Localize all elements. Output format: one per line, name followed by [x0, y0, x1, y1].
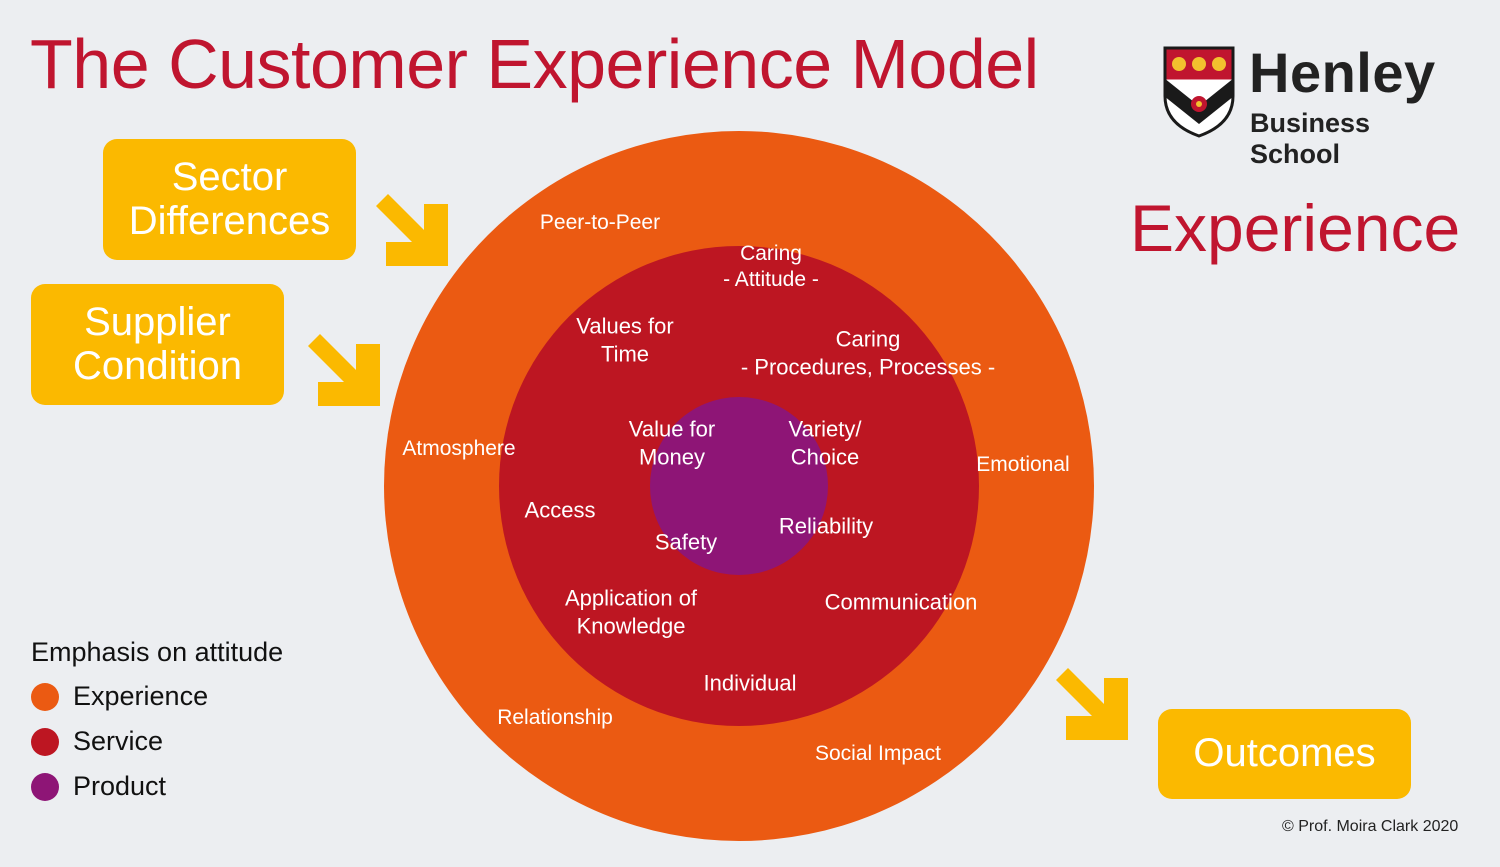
legend-item-experience: Experience [31, 674, 283, 719]
legend: Emphasis on attitude Experience Service … [31, 637, 283, 809]
label-caring-attitude: Caring- Attitude - [723, 241, 819, 291]
logo-subtitle: Business School [1250, 108, 1371, 169]
legend-label: Product [73, 771, 167, 801]
legend-dot [31, 772, 59, 801]
arrow-down-right-icon [376, 194, 448, 266]
label-communication: Communication [824, 589, 978, 615]
sector-differences-box: Sector Differences [103, 139, 356, 260]
sector-line-2: Differences [128, 198, 331, 243]
legend-dot [31, 682, 59, 711]
outcomes-label: Outcomes [1193, 731, 1376, 776]
copyright: © Prof. Moira Clark 2020 [1282, 818, 1459, 835]
label-caring-procedures: Caring- Procedures, Processes - [740, 326, 996, 380]
label-social-impact: Social Impact [814, 741, 942, 765]
legend-label: Experience [73, 681, 209, 711]
page-title: The Customer Experience Model [30, 25, 1039, 103]
legend-dot [31, 727, 59, 756]
label-atmosphere: Atmosphere [402, 436, 516, 460]
legend-item-product: Product [31, 764, 283, 809]
outcomes-box: Outcomes [1158, 709, 1411, 799]
henley-logo: Henley Business School [1163, 41, 1463, 169]
arrow-down-right-icon [308, 334, 380, 406]
label-individual: Individual [703, 670, 797, 696]
supplier-line-2: Condition [72, 343, 242, 388]
label-relationship: Relationship [497, 705, 613, 729]
logo-name: Henley [1249, 41, 1436, 104]
legend-label: Service [73, 726, 164, 756]
supplier-condition-box: Supplier Condition [31, 284, 284, 405]
product-core [650, 397, 828, 575]
label-variety-choice: Variety/Choice [788, 416, 862, 470]
label-access: Access [524, 497, 596, 523]
label-safety: Safety [654, 529, 718, 555]
legend-title: Emphasis on attitude [31, 637, 284, 667]
experience-heading: Experience [1130, 191, 1461, 265]
label-emotional: Emotional [976, 452, 1070, 476]
sector-line-1: Sector [171, 155, 288, 200]
label-reliability: Reliability [778, 513, 874, 539]
legend-item-service: Service [31, 719, 283, 764]
arrow-down-right-icon [1056, 668, 1128, 740]
supplier-line-1: Supplier [84, 300, 231, 345]
label-peer-to-peer: Peer-to-Peer [539, 210, 661, 234]
henley-crest-icon [1163, 46, 1235, 138]
